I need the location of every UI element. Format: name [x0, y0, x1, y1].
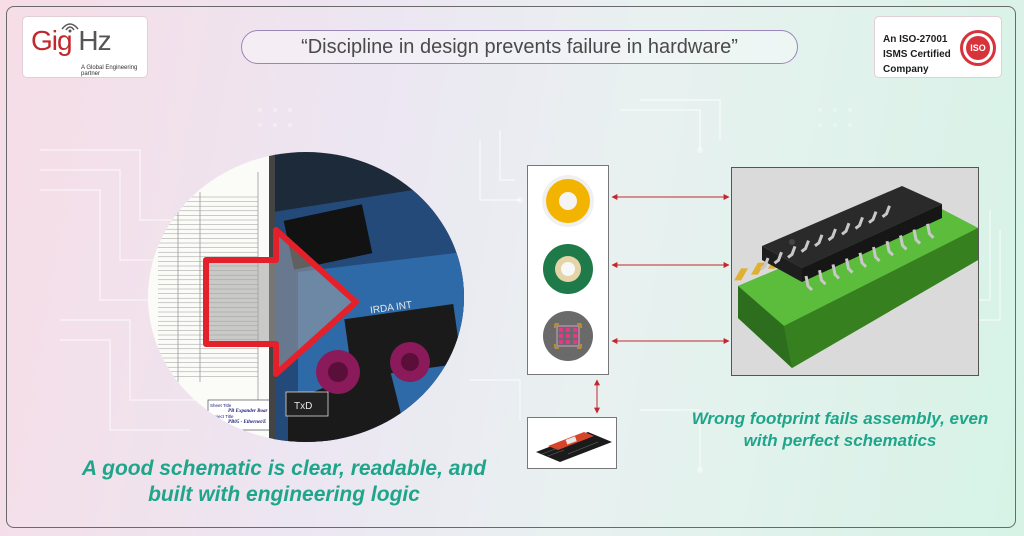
logo-text-gig: Gig — [31, 25, 73, 56]
schematic-magnifier: Sheet Title PB Expander Boar Project Tit… — [148, 152, 464, 442]
pcb-board-thumbnail — [527, 417, 617, 469]
outer-frame — [6, 6, 1016, 528]
logo-text-hz: Hz — [78, 25, 111, 56]
ic-lead — [814, 234, 824, 247]
wifi-icon — [61, 23, 79, 33]
ic-lead — [773, 251, 783, 265]
quote-banner: “Discipline in design prevents failure i… — [241, 30, 798, 64]
red-arrow-icon — [203, 227, 359, 377]
ic-lead — [854, 216, 864, 230]
ic-lead — [872, 246, 881, 263]
ic-lead — [845, 258, 854, 274]
footprint-pads-panel — [527, 165, 609, 375]
ic-lead — [787, 245, 797, 259]
title-block-line-3: Project Title — [210, 414, 234, 419]
title-block-line-4: PB05 - Ethernet/E — [228, 420, 267, 425]
iso-seal-icon: ISO — [960, 30, 996, 66]
pcb-silk-txd: TxD — [294, 401, 312, 412]
caption-schematic: A good schematic is clear, readable, and… — [81, 457, 487, 506]
ic-lead — [804, 275, 814, 292]
title-block-line-1: Sheet Title — [210, 403, 232, 408]
solder-pad — [750, 262, 765, 275]
ic-lead — [760, 257, 770, 271]
iso-badge-text: An ISO-27001 ISMS Certified Company — [883, 34, 951, 75]
ic-footprint-render — [731, 167, 979, 376]
title-block-line-2: PB Expander Boar — [228, 409, 268, 414]
logo-tagline: A Global Engineering partner — [81, 65, 138, 77]
ic-lead — [800, 240, 810, 253]
green-through-hole-pad-icon — [543, 244, 593, 294]
caption-footprint: Wrong footprint fails assembly, even wit… — [691, 409, 989, 450]
ic-lead — [818, 269, 827, 286]
ic-lead — [885, 240, 895, 257]
ic-lead — [881, 205, 891, 218]
iso-badge: An ISO-27001 ISMS Certified Company ISO — [874, 16, 1002, 78]
ic-lead — [841, 222, 851, 236]
ic-lead — [926, 223, 935, 239]
ic-lead — [858, 252, 868, 268]
bga-pad-icon — [543, 311, 593, 361]
iso-seal-text: ISO — [966, 36, 990, 60]
gighz-logo: Gig Hz A Global Engineering partner — [22, 16, 148, 78]
ic-lead — [831, 264, 841, 280]
ic-lead — [827, 228, 837, 242]
solder-pad — [734, 268, 749, 281]
ic-lead — [899, 235, 908, 251]
ic-lead — [868, 211, 878, 224]
yellow-round-pad-icon — [542, 175, 594, 227]
logo-wordmark: Gig Hz — [31, 25, 112, 57]
ic-lead — [912, 229, 922, 245]
